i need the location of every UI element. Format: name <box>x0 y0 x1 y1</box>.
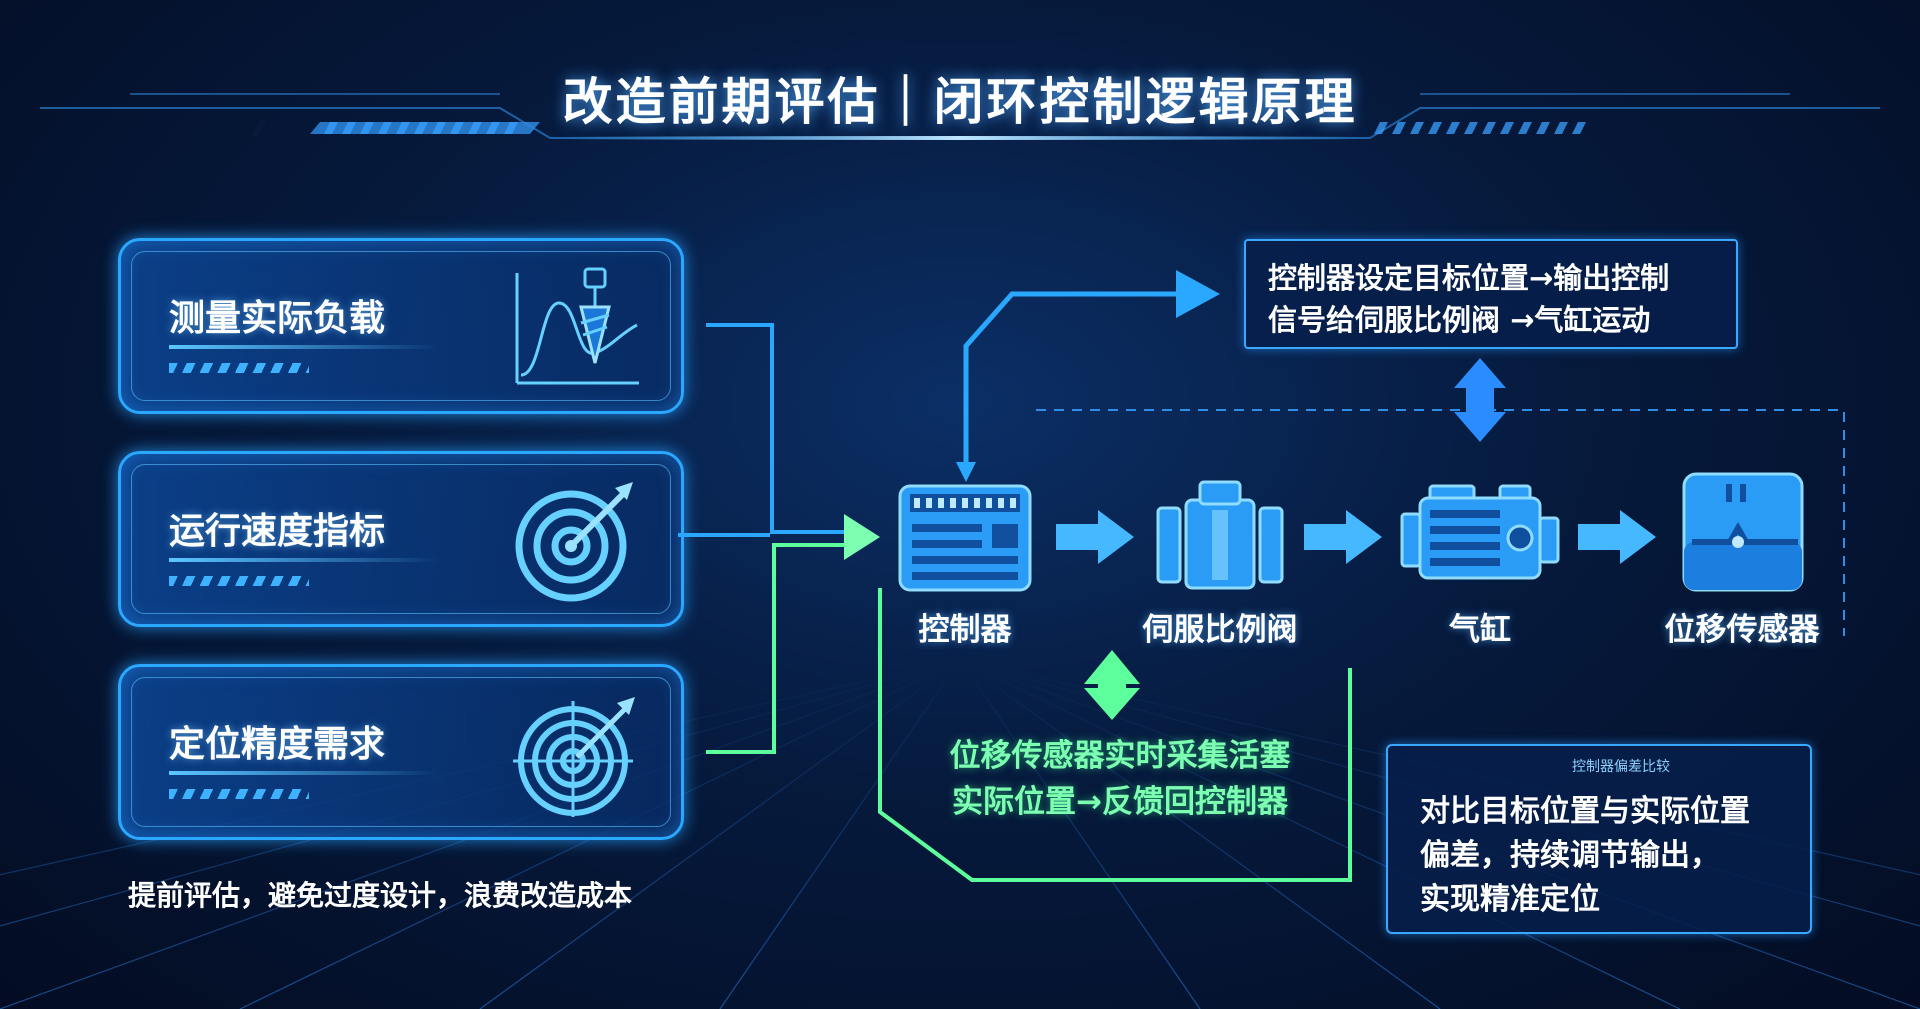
deviation-comparison-box: 控制器偏差比较 对比目标位置与实际位置 偏差，持续调节输出， 实现精准定位 <box>1386 744 1812 934</box>
control-signal-arrowhead <box>1176 270 1220 318</box>
connector-precision <box>706 543 850 754</box>
card-positioning-precision: 定位精度需求 <box>118 664 684 840</box>
card-hatch <box>169 789 309 799</box>
node-label-displacement-sensor: 位移传感器 <box>1664 612 1820 648</box>
card-label: 测量实际负载 <box>169 298 386 339</box>
card-underline <box>169 771 439 775</box>
card-label: 定位精度需求 <box>169 724 386 765</box>
arrow-controller-valve <box>1056 510 1134 564</box>
card-speed-index: 运行速度指标 <box>118 451 684 627</box>
arrow-cylinder-sensor <box>1578 510 1656 564</box>
node-label-controller: 控制器 <box>918 612 1012 648</box>
cylinder-icon <box>1400 484 1560 580</box>
card-underline <box>169 558 439 562</box>
controller-down-arrowhead <box>956 462 976 482</box>
page-title: 改造前期评估｜闭环控制逻辑原理 <box>562 73 1358 131</box>
connector-load <box>706 323 850 534</box>
feedback-loop <box>878 588 1352 882</box>
control-signal-box: 控制器设定目标位置→输出控制 信号给伺服比例阀 →气缸运动 <box>1244 239 1738 349</box>
comparison-line-2: 偏差，持续调节输出， <box>1420 838 1720 873</box>
connector-control-signal <box>963 291 1182 476</box>
card-hatch <box>169 363 309 373</box>
comparison-line-3: 实现精准定位 <box>1420 882 1600 917</box>
node-label-cylinder: 气缸 <box>1449 612 1511 648</box>
feedback-text-line-1: 位移传感器实时采集活塞 <box>949 738 1291 774</box>
control-signal-line-2: 信号给伺服比例阀 →气缸运动 <box>1268 303 1651 337</box>
speed-target-icon <box>515 482 633 602</box>
card-label: 运行速度指标 <box>169 511 386 552</box>
precision-target-icon <box>513 697 635 817</box>
card-hatch <box>169 576 309 586</box>
node-label-servo-valve: 伺服比例阀 <box>1142 612 1298 648</box>
footnote: 提前评估，避免过度设计，浪费改造成本 <box>128 879 633 912</box>
arrow-valve-cylinder <box>1304 510 1382 564</box>
dashed-guide <box>1036 409 1845 636</box>
feedback-text-line-2: 实际位置→反馈回控制器 <box>952 784 1288 820</box>
load-curve-gauge-icon <box>515 267 639 385</box>
comparison-caption: 控制器偏差比较 <box>1572 759 1670 775</box>
feedback-double-arrow <box>1084 650 1140 720</box>
card-measure-load: 测量实际负载 <box>118 238 684 414</box>
comparison-line-1: 对比目标位置与实际位置 <box>1420 794 1750 829</box>
top-double-arrow <box>1454 358 1506 442</box>
merge-arrowhead <box>844 514 880 560</box>
control-signal-line-1: 控制器设定目标位置→输出控制 <box>1268 261 1670 295</box>
servo-valve-icon <box>1156 480 1284 590</box>
card-underline <box>169 345 439 349</box>
displacement-sensor-icon <box>1682 472 1804 592</box>
controller-icon <box>898 484 1032 592</box>
